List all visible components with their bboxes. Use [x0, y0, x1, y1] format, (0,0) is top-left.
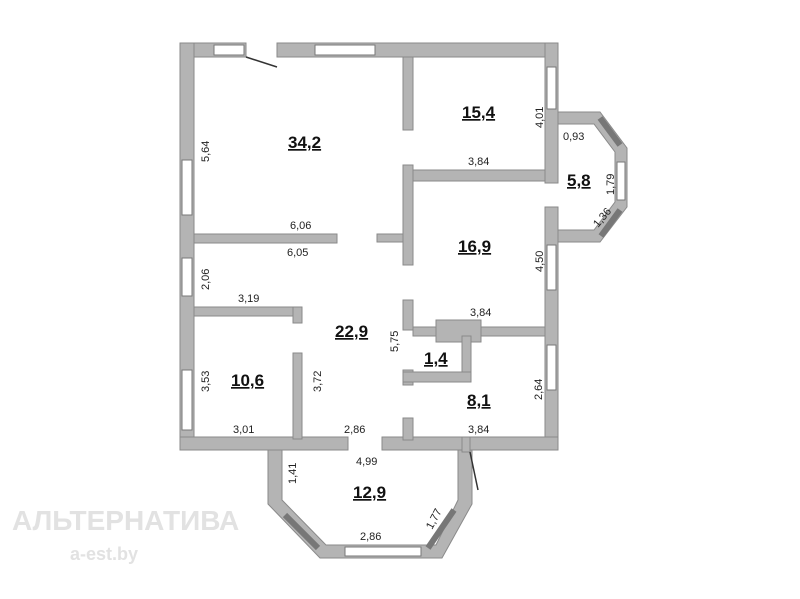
dimension-label: 2,64: [533, 379, 545, 400]
dimension-label: 4,50: [534, 251, 546, 272]
dimension-label: 3,84: [468, 424, 489, 436]
watermark-brand: АЛЬТЕРНАТИВА: [12, 505, 239, 536]
dimension-label: 5,75: [389, 331, 401, 352]
windows: [181, 44, 626, 557]
dimension-label: 6,05: [287, 247, 308, 259]
dimension-label: 4,01: [534, 107, 546, 128]
room-area-label: 22,9: [335, 322, 368, 341]
dimension-label: 3,53: [200, 371, 212, 392]
room-area-label: 12,9: [353, 483, 386, 502]
watermark-site: a-est.by: [70, 544, 138, 564]
room-area-label: 34,2: [288, 133, 321, 152]
dimension-label: 2,06: [200, 269, 212, 290]
dimension-label: 3,01: [233, 424, 254, 436]
watermark-logo: АЛЬТЕРНАТИВА a-est.by: [12, 505, 239, 564]
room-area-label: 15,4: [462, 103, 496, 122]
room-area-label: 16,9: [458, 237, 491, 256]
door-icon: [469, 451, 479, 491]
room-area-label: 5,8: [567, 171, 591, 190]
room-area-label: 1,4: [424, 349, 448, 368]
dimension-label: 3,19: [238, 293, 259, 305]
dimension-label: 4,99: [356, 456, 377, 468]
dimension-label: 2,86: [360, 531, 381, 543]
dimension-label: 2,86: [344, 424, 365, 436]
dimension-label: 3,72: [312, 371, 324, 392]
doors: [245, 56, 479, 491]
dimension-label: 0,93: [563, 131, 584, 143]
entry-door-icon: [245, 56, 278, 68]
dimension-label: 1,41: [287, 463, 299, 484]
dimension-label: 6,06: [290, 220, 311, 232]
dimension-label: 3,84: [470, 307, 491, 319]
dimension-label: 1,79: [605, 174, 617, 195]
room-area-label: 8,1: [467, 391, 491, 410]
dimension-label: 3,84: [468, 156, 489, 168]
dimension-label: 5,64: [200, 141, 212, 162]
room-area-label: 10,6: [231, 371, 264, 390]
